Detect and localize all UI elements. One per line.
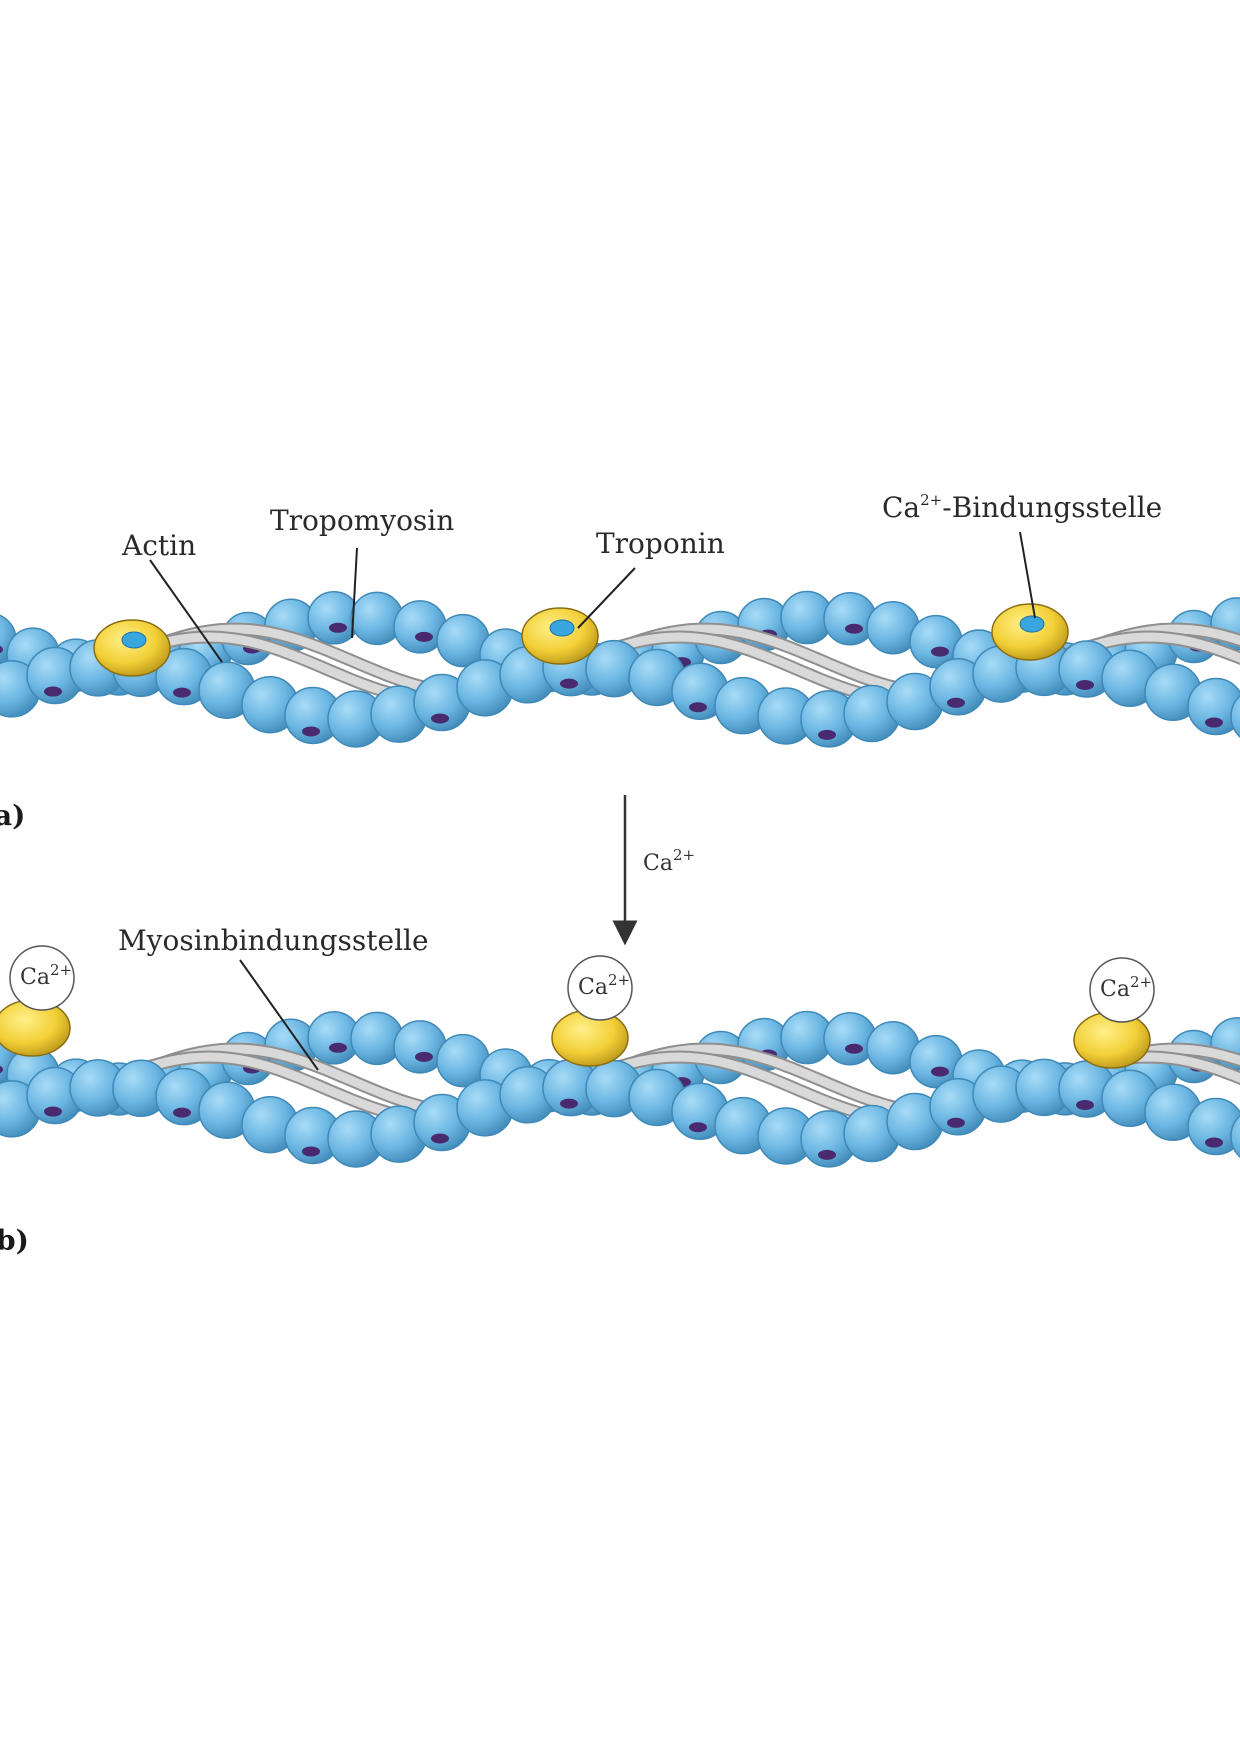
calcium-ion-label: Ca2+ [20,961,72,990]
actin-filament-a [0,590,1240,748]
myosin-binding-site [845,623,863,634]
myosin-binding-site [1076,679,1094,690]
ca-binding-leader-line [1019,531,1036,619]
calcium-ion-label: Ca2+ [578,971,630,1000]
myosin-binding-site [689,702,707,713]
myosin-binding-site [947,697,965,708]
myosin-binding-site [845,1043,863,1054]
myosin-binding-site [0,645,3,654]
myosin-binding-site [1205,1137,1223,1148]
ca-binding-label-base: Ca [882,491,920,524]
troponin-complexes-b: Ca2+Ca2+Ca2+ [0,945,1155,1069]
myosin-binding-site [818,729,836,740]
arrow-ion-label: Ca2+ [643,846,695,876]
calcium-ion [567,955,633,1021]
calcium-ion-base: Ca [20,965,50,990]
myosin-binding-site [415,1051,433,1062]
myosin-binding-site [329,1042,347,1053]
calcium-ion-base: Ca [1100,977,1130,1002]
ca-binding-site [1019,615,1045,633]
myosin-binding-site [431,1133,449,1144]
ca-binding-site [549,619,575,637]
panel-label-b: b) [0,1224,29,1257]
myosin-binding-site [931,646,949,657]
myosin-binding-site [947,1117,965,1128]
tropomyosin-leader-line [351,547,358,639]
arrow-ion-sup: 2+ [673,846,695,864]
myosin-binding-label: Myosinbindungsstelle [118,924,429,957]
ca-binding-label: Ca2+-Bindungsstelle [882,491,1162,524]
myosin-binding-site [302,726,320,737]
actin-monomer [1187,1097,1240,1156]
myosin-binding-site [302,1146,320,1157]
calcium-ion-label: Ca2+ [1100,973,1152,1002]
myosin-binding-site [173,687,191,698]
arrow-ion-base: Ca [643,851,673,876]
myosin-binding-site [1076,1099,1094,1110]
myosin-binding-leader-line [239,959,319,1071]
myosin-binding-site [818,1149,836,1160]
myosin-binding-site [0,1065,3,1074]
myosin-binding-site [44,686,62,697]
tropomyosin-label: Tropomyosin [270,504,454,537]
myosin-binding-site [431,713,449,724]
myosin-binding-site [329,622,347,633]
myosin-binding-site [415,631,433,642]
panel-label-a: a) [0,799,25,832]
troponin-leader-line [577,567,636,629]
troponin-label: Troponin [596,527,725,560]
myosin-binding-site [44,1106,62,1117]
ca-binding-site [121,631,147,649]
myosin-binding-site [560,678,578,689]
actin-monomer [1230,694,1240,739]
myosin-binding-site [560,1098,578,1109]
ca-binding-label-rest: -Bindungsstelle [942,491,1162,524]
actin-filament-b: Ca2+Ca2+Ca2+ [0,945,1240,1168]
calcium-ion-base: Ca [578,975,608,1000]
calcium-ion [9,945,75,1011]
actin-front-row-b [0,1058,1240,1168]
troponin-complexes-a [93,603,1069,677]
ca-binding-label-sup: 2+ [920,491,942,509]
actin-monomer [1230,1114,1240,1159]
actin-monomer [1187,677,1240,736]
calcium-ion-sup: 2+ [1130,973,1152,991]
actin-label: Actin [121,529,196,562]
calcium-ion-sup: 2+ [50,961,72,979]
myosin-binding-site [689,1122,707,1133]
actin-front-row-a [0,638,1240,748]
myosin-binding-site [931,1066,949,1077]
calcium-ion-sup: 2+ [608,971,630,989]
myosin-binding-site [1205,717,1223,728]
actin-leader-line [149,559,223,663]
calcium-ion [1089,957,1155,1023]
myosin-binding-site [173,1107,191,1118]
